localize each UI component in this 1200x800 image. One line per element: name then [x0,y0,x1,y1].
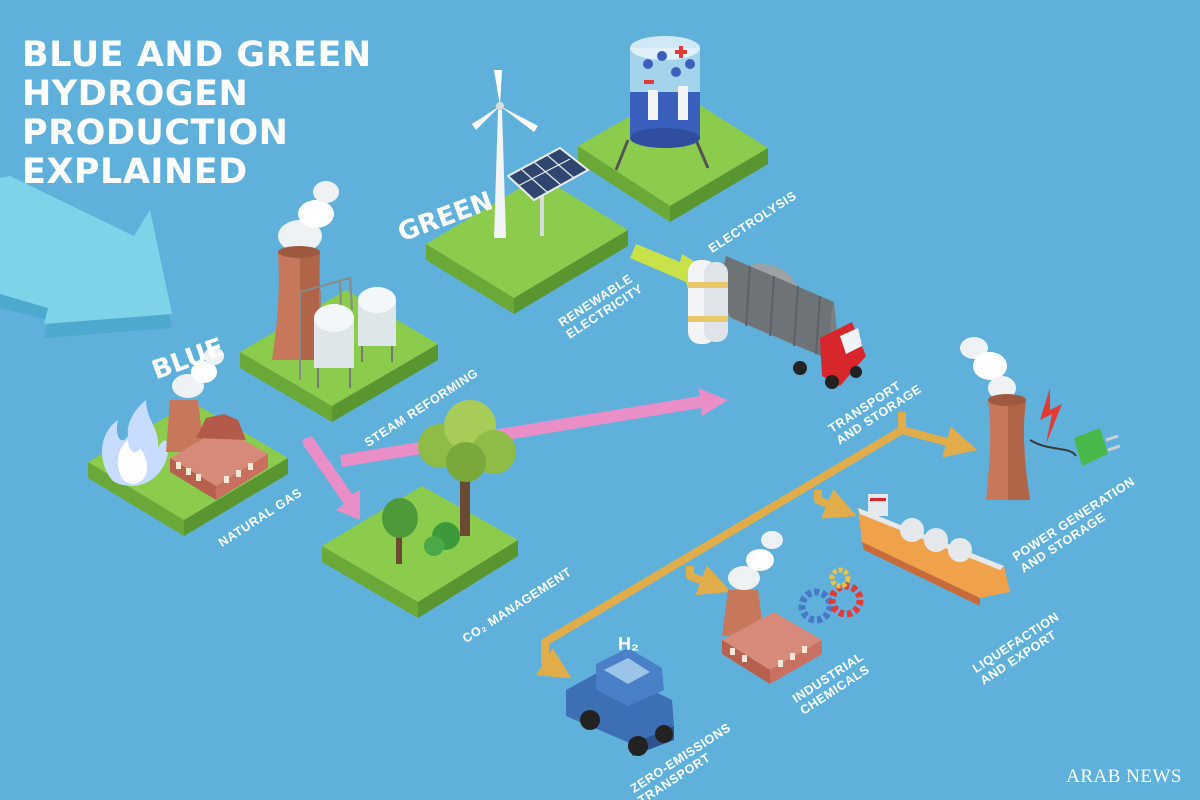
hydrogen-tank-icon [314,287,396,388]
brand-logo: ARAB NEWS [1066,766,1182,787]
big-arrow-icon [0,176,172,338]
title-line: HYDROGEN [22,74,249,114]
platform-renewable [426,176,628,314]
title-line: EXPLAINED [22,152,248,192]
lng-ship-icon [858,494,1010,606]
hydrogen-badge: H₂ [618,634,639,654]
plug-icon [1029,388,1121,466]
factory-icon [722,531,822,684]
tanker-truck-icon [688,256,866,389]
gas-plant-icon [166,347,268,500]
distribution-pipeline [535,412,978,679]
solar-panel-icon [506,146,590,236]
gas-flame-icon [101,400,169,486]
platform-electrolysis [578,90,768,222]
title-line: BLUE AND GREEN [22,35,372,75]
electrolyzer-icon [614,36,710,171]
hydrogen-car-icon [566,648,674,756]
power-tower-icon [960,337,1030,500]
infographic-title: BLUE AND GREEN HYDROGEN PRODUCTION EXPLA… [22,36,372,192]
tree-icon [382,400,516,564]
wind-turbine-icon [472,70,538,238]
gears-icon [798,567,864,624]
title-line: PRODUCTION [22,113,289,153]
